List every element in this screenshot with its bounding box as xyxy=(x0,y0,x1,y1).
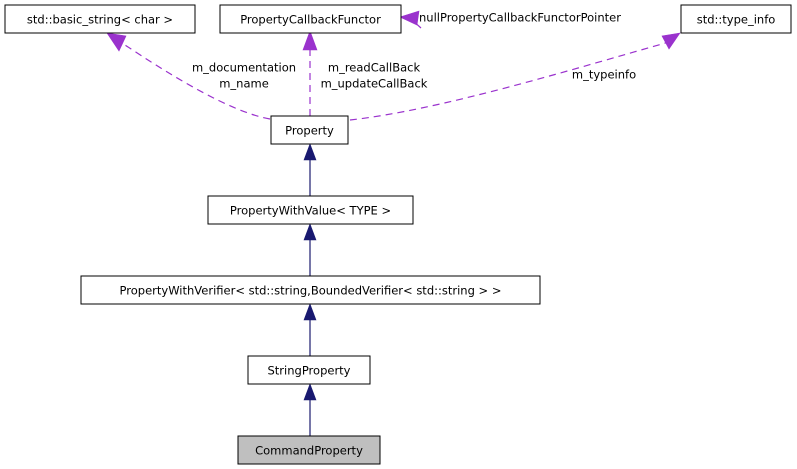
inheritance-edge-command-property xyxy=(303,383,317,436)
node-box[interactable] xyxy=(4,4,196,34)
node-label: PropertyWithVerifier< std::string,Bounde… xyxy=(120,284,502,298)
usage-arrowhead xyxy=(302,30,318,51)
node-std-basic-string[interactable]: std::basic_string< char > xyxy=(4,4,196,34)
node-box[interactable] xyxy=(207,195,414,225)
node-string-property[interactable]: StringProperty xyxy=(247,355,371,385)
usage-arrowhead xyxy=(661,32,681,50)
node-label: CommandProperty xyxy=(255,444,363,458)
node-box[interactable] xyxy=(247,355,371,385)
edge-label-m-readcallback: m_readCallBack xyxy=(328,61,421,75)
edge-label-m-documentation: m_documentation xyxy=(192,61,296,75)
usage-arrowhead xyxy=(399,10,420,26)
node-std-type-info[interactable]: std::type_info xyxy=(680,4,792,34)
usage-edge-line xyxy=(121,42,271,120)
usage-edge-property-basic-string xyxy=(106,32,271,120)
node-box[interactable] xyxy=(80,275,541,305)
node-property-with-verifier[interactable]: PropertyWithVerifier< std::string,Bounde… xyxy=(80,275,541,305)
inheritance-edge-string-property xyxy=(303,303,317,356)
node-label: std::type_info xyxy=(697,13,776,27)
inheritance-edge-property-with-value xyxy=(303,143,317,196)
node-box[interactable] xyxy=(680,4,792,34)
node-box[interactable] xyxy=(219,4,402,34)
usage-edge-property-callback-functor xyxy=(302,30,318,116)
node-property[interactable]: Property xyxy=(270,115,349,145)
node-property-callback-functor[interactable]: PropertyCallbackFunctor xyxy=(219,4,402,34)
inheritance-arrowhead xyxy=(303,303,317,321)
inheritance-arrowhead xyxy=(303,383,317,401)
node-label: Property xyxy=(285,124,334,138)
node-property-with-value[interactable]: PropertyWithValue< TYPE > xyxy=(207,195,414,225)
node-command-property[interactable]: CommandProperty xyxy=(237,435,381,465)
inheritance-arrowhead xyxy=(303,223,317,241)
inheritance-edge-property-with-verifier xyxy=(303,223,317,276)
edge-label-m-typeinfo: m_typeinfo xyxy=(572,68,636,82)
node-box[interactable] xyxy=(270,115,349,145)
usage-edge-line xyxy=(349,39,677,121)
edge-label-m-name: m_name xyxy=(219,77,269,91)
usage-edge-null-callback-pointer xyxy=(399,10,422,29)
usage-arrowhead xyxy=(106,32,127,52)
node-label: StringProperty xyxy=(268,364,351,378)
inheritance-arrowhead xyxy=(303,143,317,161)
node-label: PropertyCallbackFunctor xyxy=(240,13,381,27)
node-label: std::basic_string< char > xyxy=(27,13,173,27)
usage-edge-property-type-info xyxy=(349,32,681,121)
edge-label-null-property-callback-functor-pointer: nullPropertyCallbackFunctorPointer xyxy=(419,11,621,25)
node-label: PropertyWithValue< TYPE > xyxy=(230,204,391,218)
node-box[interactable] xyxy=(237,435,381,465)
edge-label-m-updatecallback: m_updateCallBack xyxy=(321,77,428,91)
